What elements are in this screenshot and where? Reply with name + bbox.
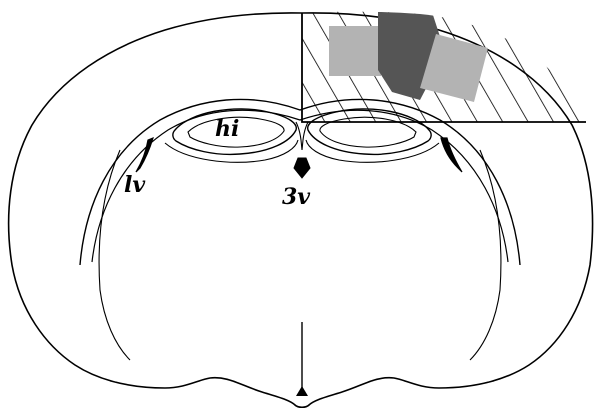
hatched-region xyxy=(302,12,586,122)
label-third-ventricle: 3v xyxy=(282,184,310,210)
light-gray-patch-left xyxy=(329,26,381,76)
label-hippocampus: hi xyxy=(215,116,239,142)
label-lateral-ventricle: lv xyxy=(124,172,145,198)
